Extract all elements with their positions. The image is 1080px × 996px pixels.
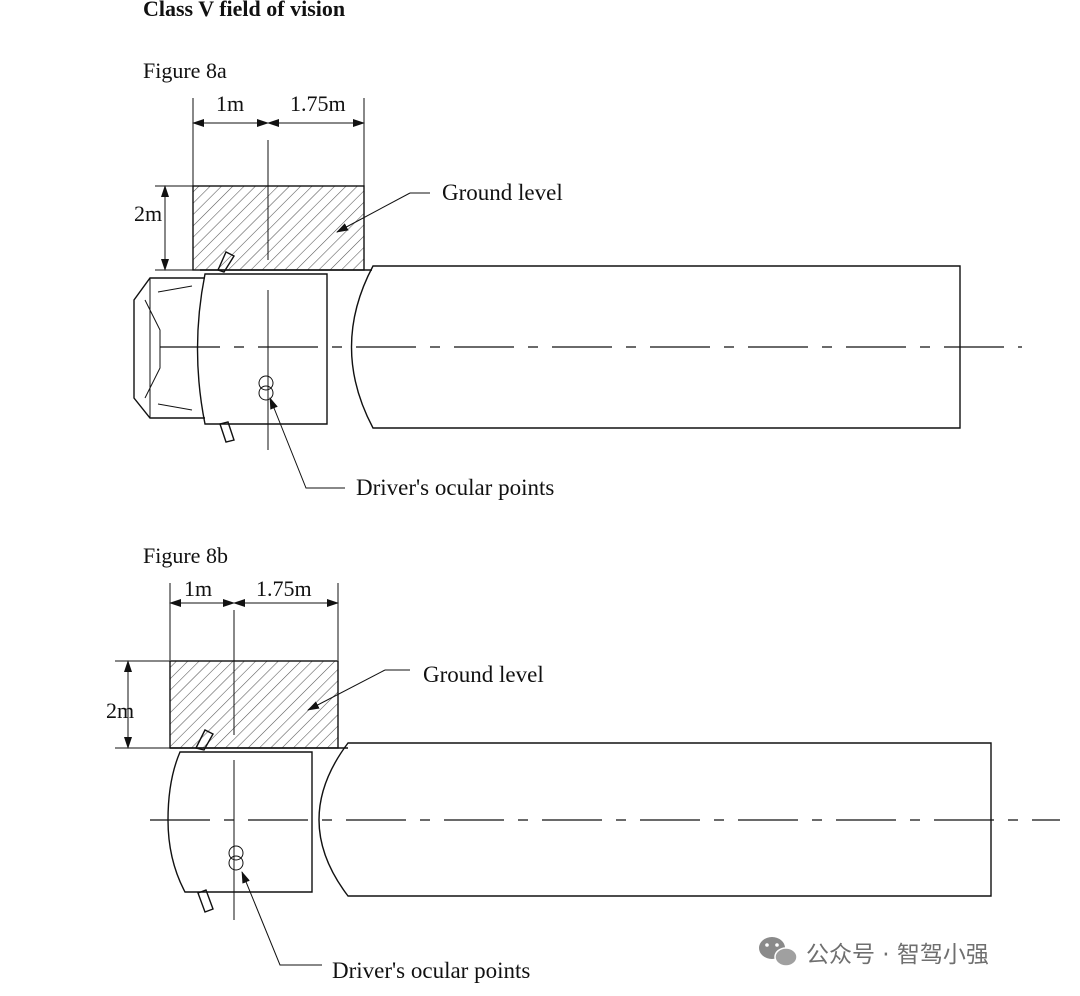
ocular-points-icon (228, 845, 244, 871)
page-heading: Class V field of vision (143, 0, 345, 21)
dimension-2m: 2m (134, 201, 162, 226)
cab-outline (167, 751, 313, 893)
figure-8b: Figure 8b 1m 1.75m 2m (106, 543, 1060, 983)
ocular-points-label: Driver's ocular points (332, 958, 530, 983)
dimension-1-75m: 1.75m (256, 576, 312, 601)
cab-front (133, 277, 205, 419)
dimension-1-75m: 1.75m (290, 91, 346, 116)
watermark-text: 公众号 · 智驾小强 (806, 942, 989, 968)
figure-title: Figure 8a (143, 58, 227, 83)
ground-level-label: Ground level (442, 180, 563, 205)
mirror-icon (217, 251, 236, 443)
dimension-1m: 1m (216, 91, 244, 116)
ground-level-area (192, 185, 365, 271)
vertical-dimension: 2m (134, 185, 193, 271)
ocular-points-icon (258, 375, 274, 401)
wechat-icon (759, 937, 798, 967)
dimension-1m: 1m (184, 576, 212, 601)
ground-level-area (169, 660, 339, 749)
ocular-points-label: Driver's ocular points (356, 475, 554, 500)
figure-title: Figure 8b (143, 543, 228, 568)
trailer-outline (318, 742, 992, 897)
ground-level-label: Ground level (423, 662, 544, 687)
dimension-2m: 2m (106, 698, 134, 723)
mirror-icon (194, 729, 214, 913)
vertical-dimension: 2m (106, 660, 170, 749)
figure-8a: Figure 8a 1m 1.75m 2m (133, 58, 1022, 500)
horizontal-dimension: 1m 1.75m (192, 91, 365, 186)
horizontal-dimension: 1m 1.75m (169, 576, 339, 660)
trailer-outline (350, 265, 961, 429)
cab-outline (196, 273, 328, 425)
watermark: 公众号 · 智驾小强 (759, 937, 989, 968)
